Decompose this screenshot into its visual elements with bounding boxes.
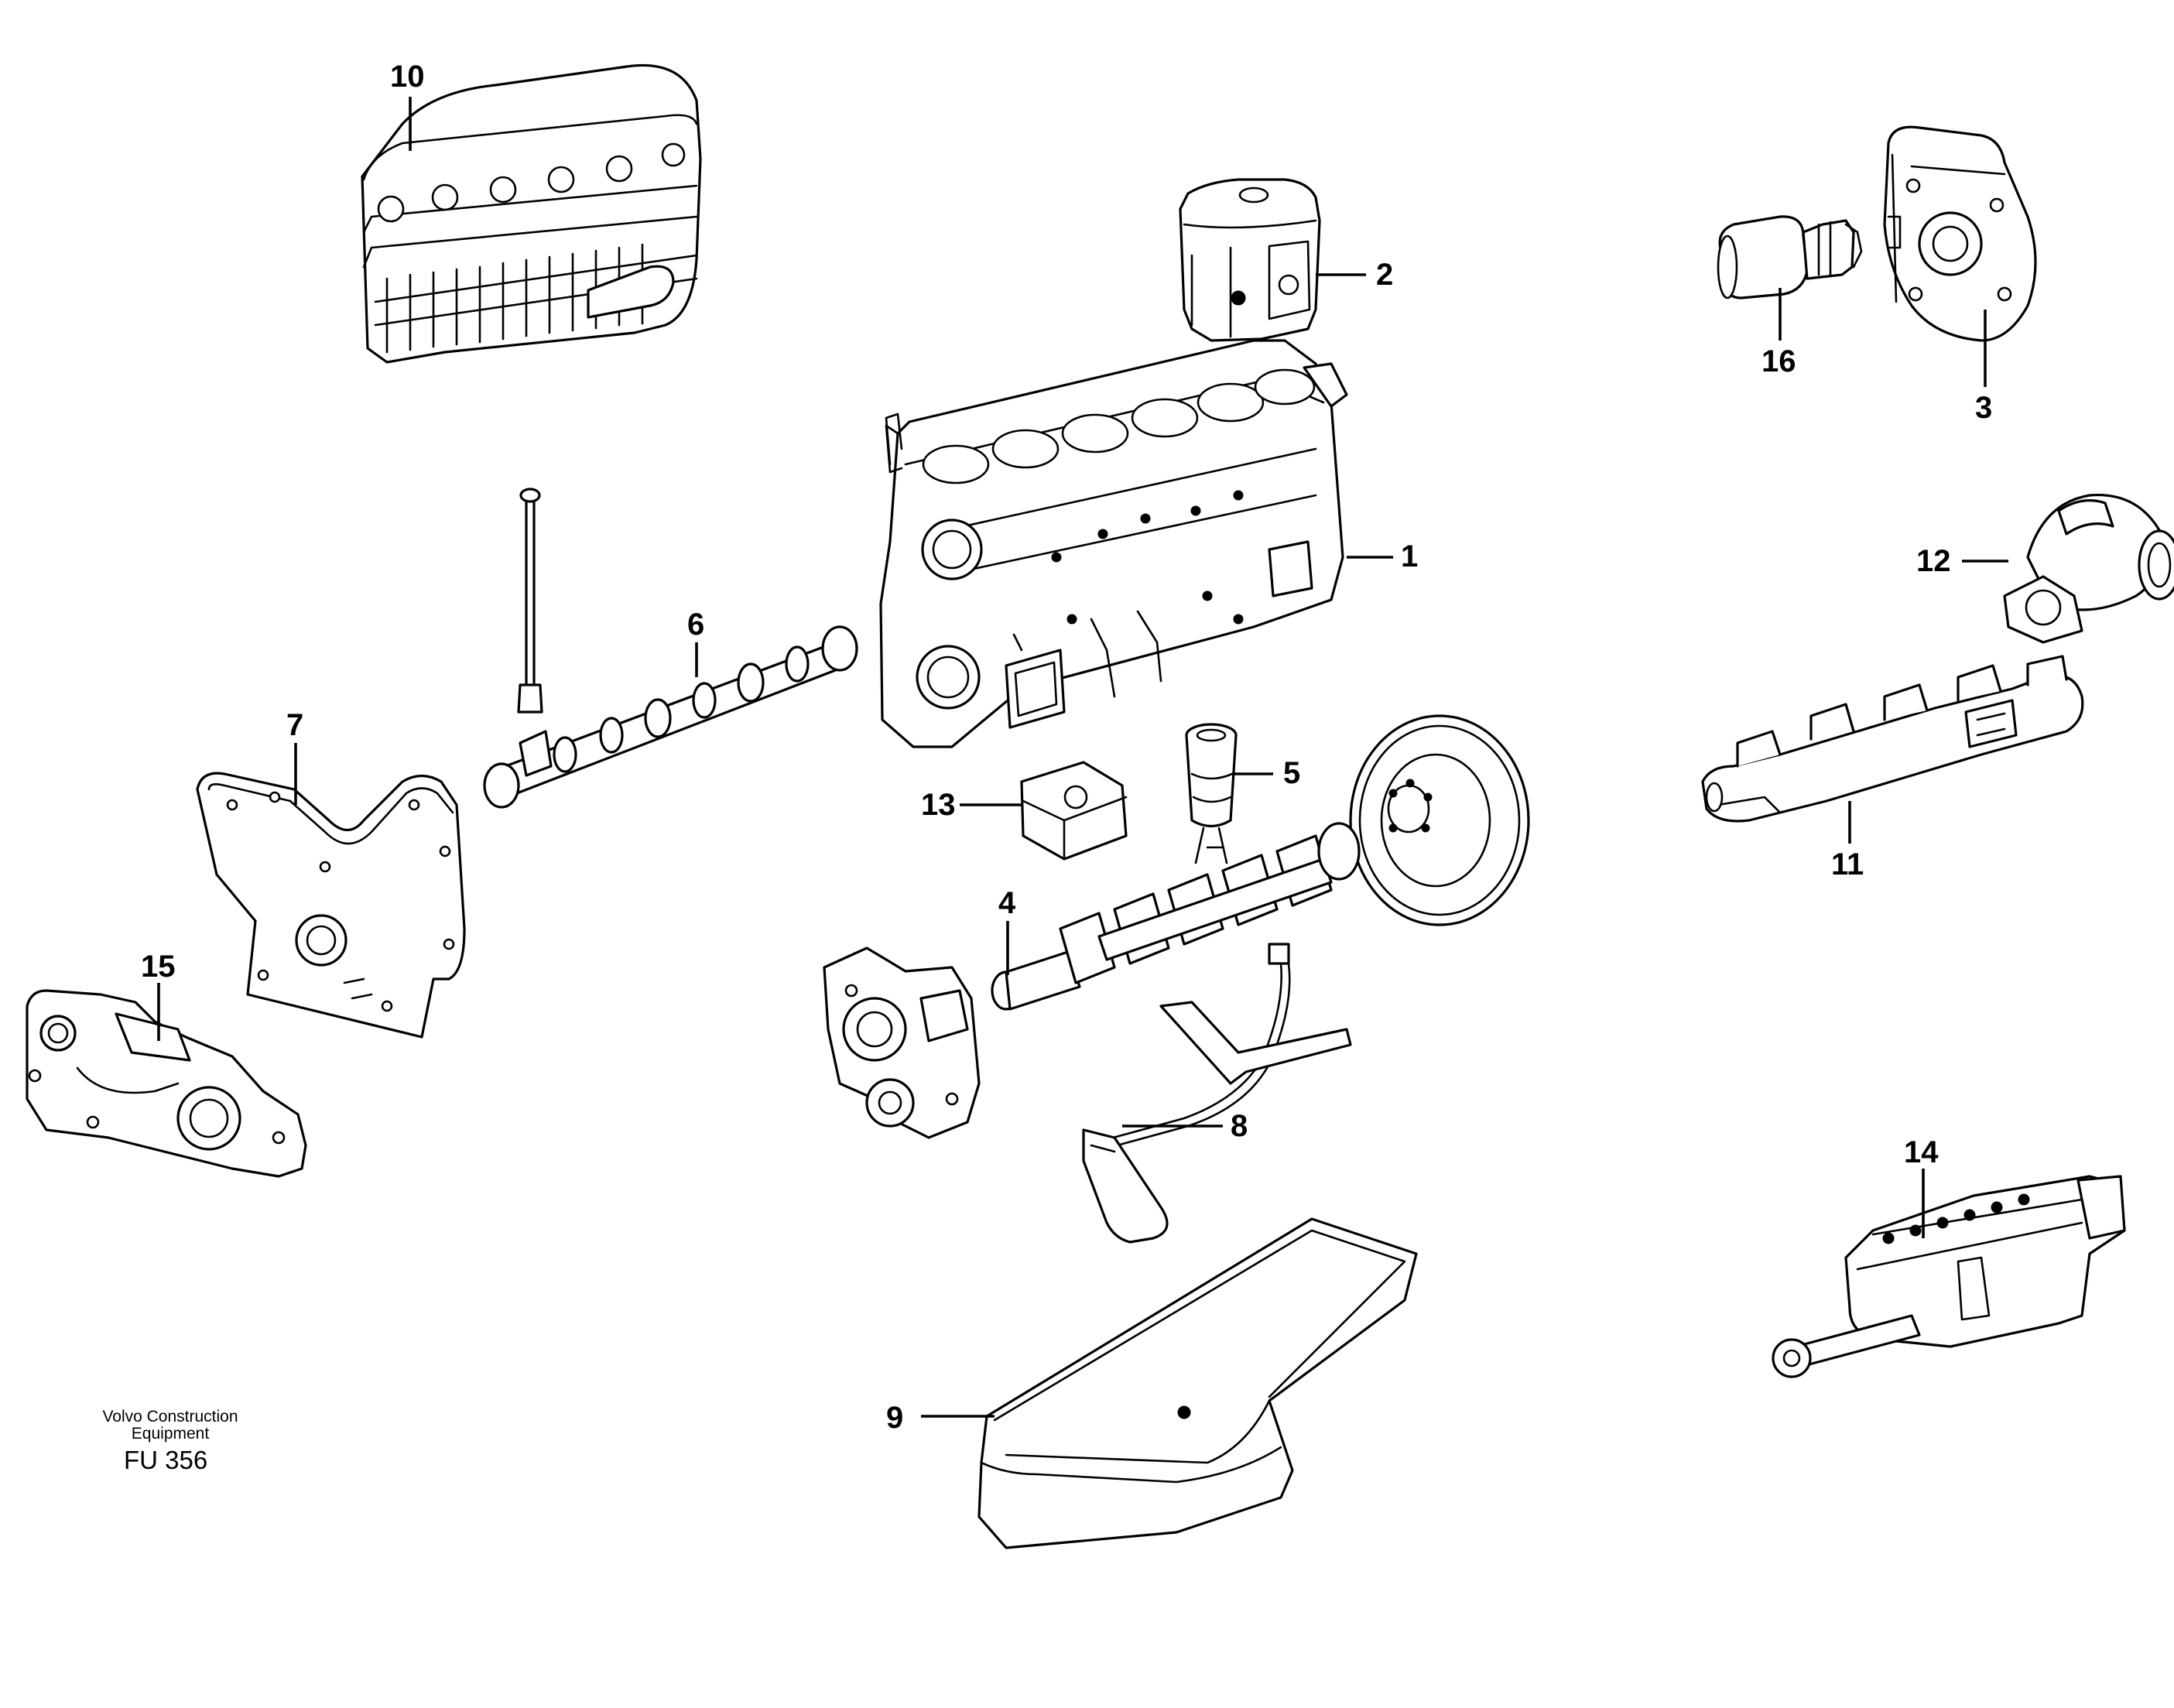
- part-2-filter-housing: [1179, 178, 1321, 342]
- callout-11: 11: [1831, 847, 1864, 881]
- part-11-exhaust-manifold: [1701, 655, 2084, 823]
- part-4-crankshaft: [991, 822, 1361, 1011]
- leader-lines: [157, 97, 2008, 1418]
- brand-line-1: Volvo Construction: [102, 1408, 238, 1426]
- part-6-camshaft: [483, 488, 858, 809]
- part-7-timing-cover: [196, 772, 466, 1039]
- part-10-valve-cover: [361, 63, 702, 364]
- part-3-flywheel-housing: [1883, 125, 2037, 342]
- callout-1: 1: [1401, 539, 1418, 573]
- callout-5: 5: [1283, 756, 1300, 790]
- callout-7: 7: [286, 708, 303, 742]
- part-8-oil-suction-pipe: [1082, 943, 1352, 1244]
- callout-13: 13: [921, 788, 956, 822]
- part-5-oil-filter: [1185, 723, 1238, 864]
- callout-labels: 10 2 3 16 1 12 11 6 7 13 5 4 8 9 14 15: [141, 60, 1992, 1435]
- callout-3: 3: [1975, 391, 1992, 425]
- callout-2: 2: [1376, 258, 1393, 292]
- callout-12: 12: [1916, 544, 1951, 578]
- part-9-oil-pan: [977, 1217, 1418, 1549]
- part-13-mounting-bracket: [1020, 761, 1128, 861]
- part-12-turbocharger: [2003, 493, 2174, 644]
- callout-14: 14: [1904, 1135, 1939, 1169]
- flywheel: [1349, 714, 1530, 926]
- part-1-cylinder-block: [879, 339, 1348, 748]
- part-15-intake-housing: [26, 989, 307, 1178]
- front-gear-housing: [823, 946, 981, 1139]
- callout-15: 15: [141, 950, 176, 984]
- callout-9: 9: [886, 1401, 903, 1435]
- callout-8: 8: [1231, 1109, 1248, 1143]
- callout-16: 16: [1761, 344, 1796, 378]
- callout-6: 6: [687, 608, 704, 642]
- part-16-thermostat: [1717, 215, 1863, 299]
- figure-code: FU 356: [124, 1446, 208, 1474]
- part-14-injection-pump: [1772, 1175, 2126, 1378]
- callout-10: 10: [390, 60, 425, 94]
- brand-line-2: Equipment: [131, 1425, 210, 1443]
- callout-4: 4: [998, 886, 1016, 920]
